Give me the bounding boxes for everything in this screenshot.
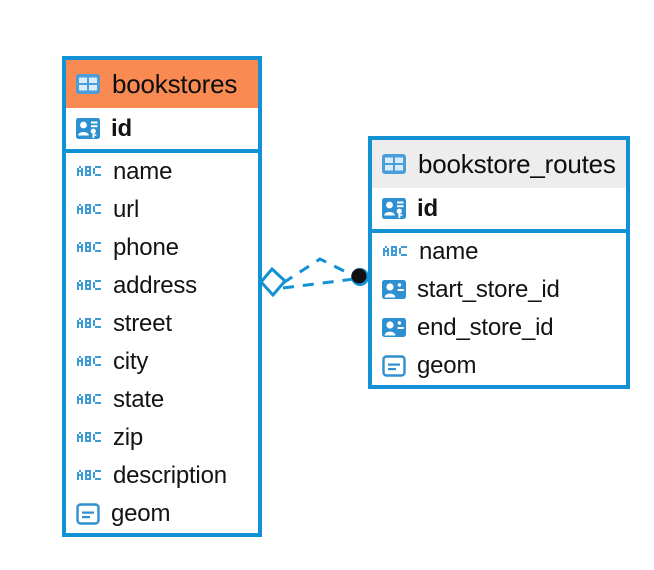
field-row[interactable]: geom bbox=[66, 495, 258, 533]
field-row[interactable]: description bbox=[66, 457, 258, 495]
foreign-key-icon bbox=[381, 315, 407, 341]
table-icon bbox=[75, 72, 101, 96]
field-row[interactable]: geom bbox=[372, 347, 626, 385]
field-list-bookstores: name url phone address street city state zip des… bbox=[66, 153, 258, 533]
field-row[interactable]: state bbox=[66, 381, 258, 419]
relationship-branch-upper bbox=[282, 257, 357, 285]
field-row[interactable]: name bbox=[372, 233, 626, 271]
table-icon bbox=[381, 152, 407, 176]
entity-header-bookstores[interactable]: bookstores bbox=[66, 60, 258, 108]
field-row[interactable]: end_store_id bbox=[372, 309, 626, 347]
field-label: start_store_id bbox=[417, 276, 560, 303]
field-label: address bbox=[113, 272, 197, 299]
entity-table-bookstores[interactable]: bookstores id name url phone address street c… bbox=[62, 56, 262, 537]
entity-title: bookstores bbox=[112, 68, 238, 99]
field-label: phone bbox=[113, 234, 179, 261]
field-label: street bbox=[113, 310, 172, 337]
text-abc-icon bbox=[75, 279, 103, 293]
foreign-key-icon bbox=[381, 277, 407, 303]
geometry-icon bbox=[75, 501, 101, 527]
field-row[interactable]: url bbox=[66, 191, 258, 229]
field-row[interactable]: name bbox=[66, 153, 258, 191]
relationship-circle-marker bbox=[351, 268, 369, 286]
text-abc-icon bbox=[75, 431, 103, 445]
text-abc-icon bbox=[75, 393, 103, 407]
entity-title: bookstore_routes bbox=[418, 148, 616, 179]
field-label: id bbox=[417, 194, 438, 222]
field-row[interactable]: phone bbox=[66, 229, 258, 267]
field-row-primary-key[interactable]: id bbox=[372, 188, 626, 233]
field-label: city bbox=[113, 348, 149, 375]
field-label: end_store_id bbox=[417, 314, 554, 341]
field-label: id bbox=[111, 114, 132, 142]
field-label: description bbox=[113, 462, 227, 489]
text-abc-icon bbox=[75, 203, 103, 217]
field-label: zip bbox=[113, 424, 144, 451]
field-row[interactable]: start_store_id bbox=[372, 271, 626, 309]
field-row-primary-key[interactable]: id bbox=[66, 108, 258, 153]
text-abc-icon bbox=[381, 245, 409, 259]
field-row[interactable]: city bbox=[66, 343, 258, 381]
primary-key-icon bbox=[75, 116, 101, 142]
primary-key-icon bbox=[381, 196, 407, 222]
text-abc-icon bbox=[75, 355, 103, 369]
field-label: name bbox=[113, 158, 173, 185]
text-abc-icon bbox=[75, 241, 103, 255]
field-label: url bbox=[113, 196, 140, 223]
field-label: geom bbox=[111, 500, 171, 527]
field-label: name bbox=[419, 238, 479, 265]
field-row[interactable]: street bbox=[66, 305, 258, 343]
text-abc-icon bbox=[75, 165, 103, 179]
entity-header-bookstore-routes[interactable]: bookstore_routes bbox=[372, 140, 626, 188]
field-row[interactable]: zip bbox=[66, 419, 258, 457]
field-row[interactable]: address bbox=[66, 267, 258, 305]
text-abc-icon bbox=[75, 469, 103, 483]
field-label: state bbox=[113, 386, 165, 413]
relationship-diamond-marker bbox=[258, 266, 288, 298]
field-label: geom bbox=[417, 352, 477, 379]
relationship-branch-lower bbox=[282, 277, 355, 290]
geometry-icon bbox=[381, 353, 407, 379]
text-abc-icon bbox=[75, 317, 103, 331]
